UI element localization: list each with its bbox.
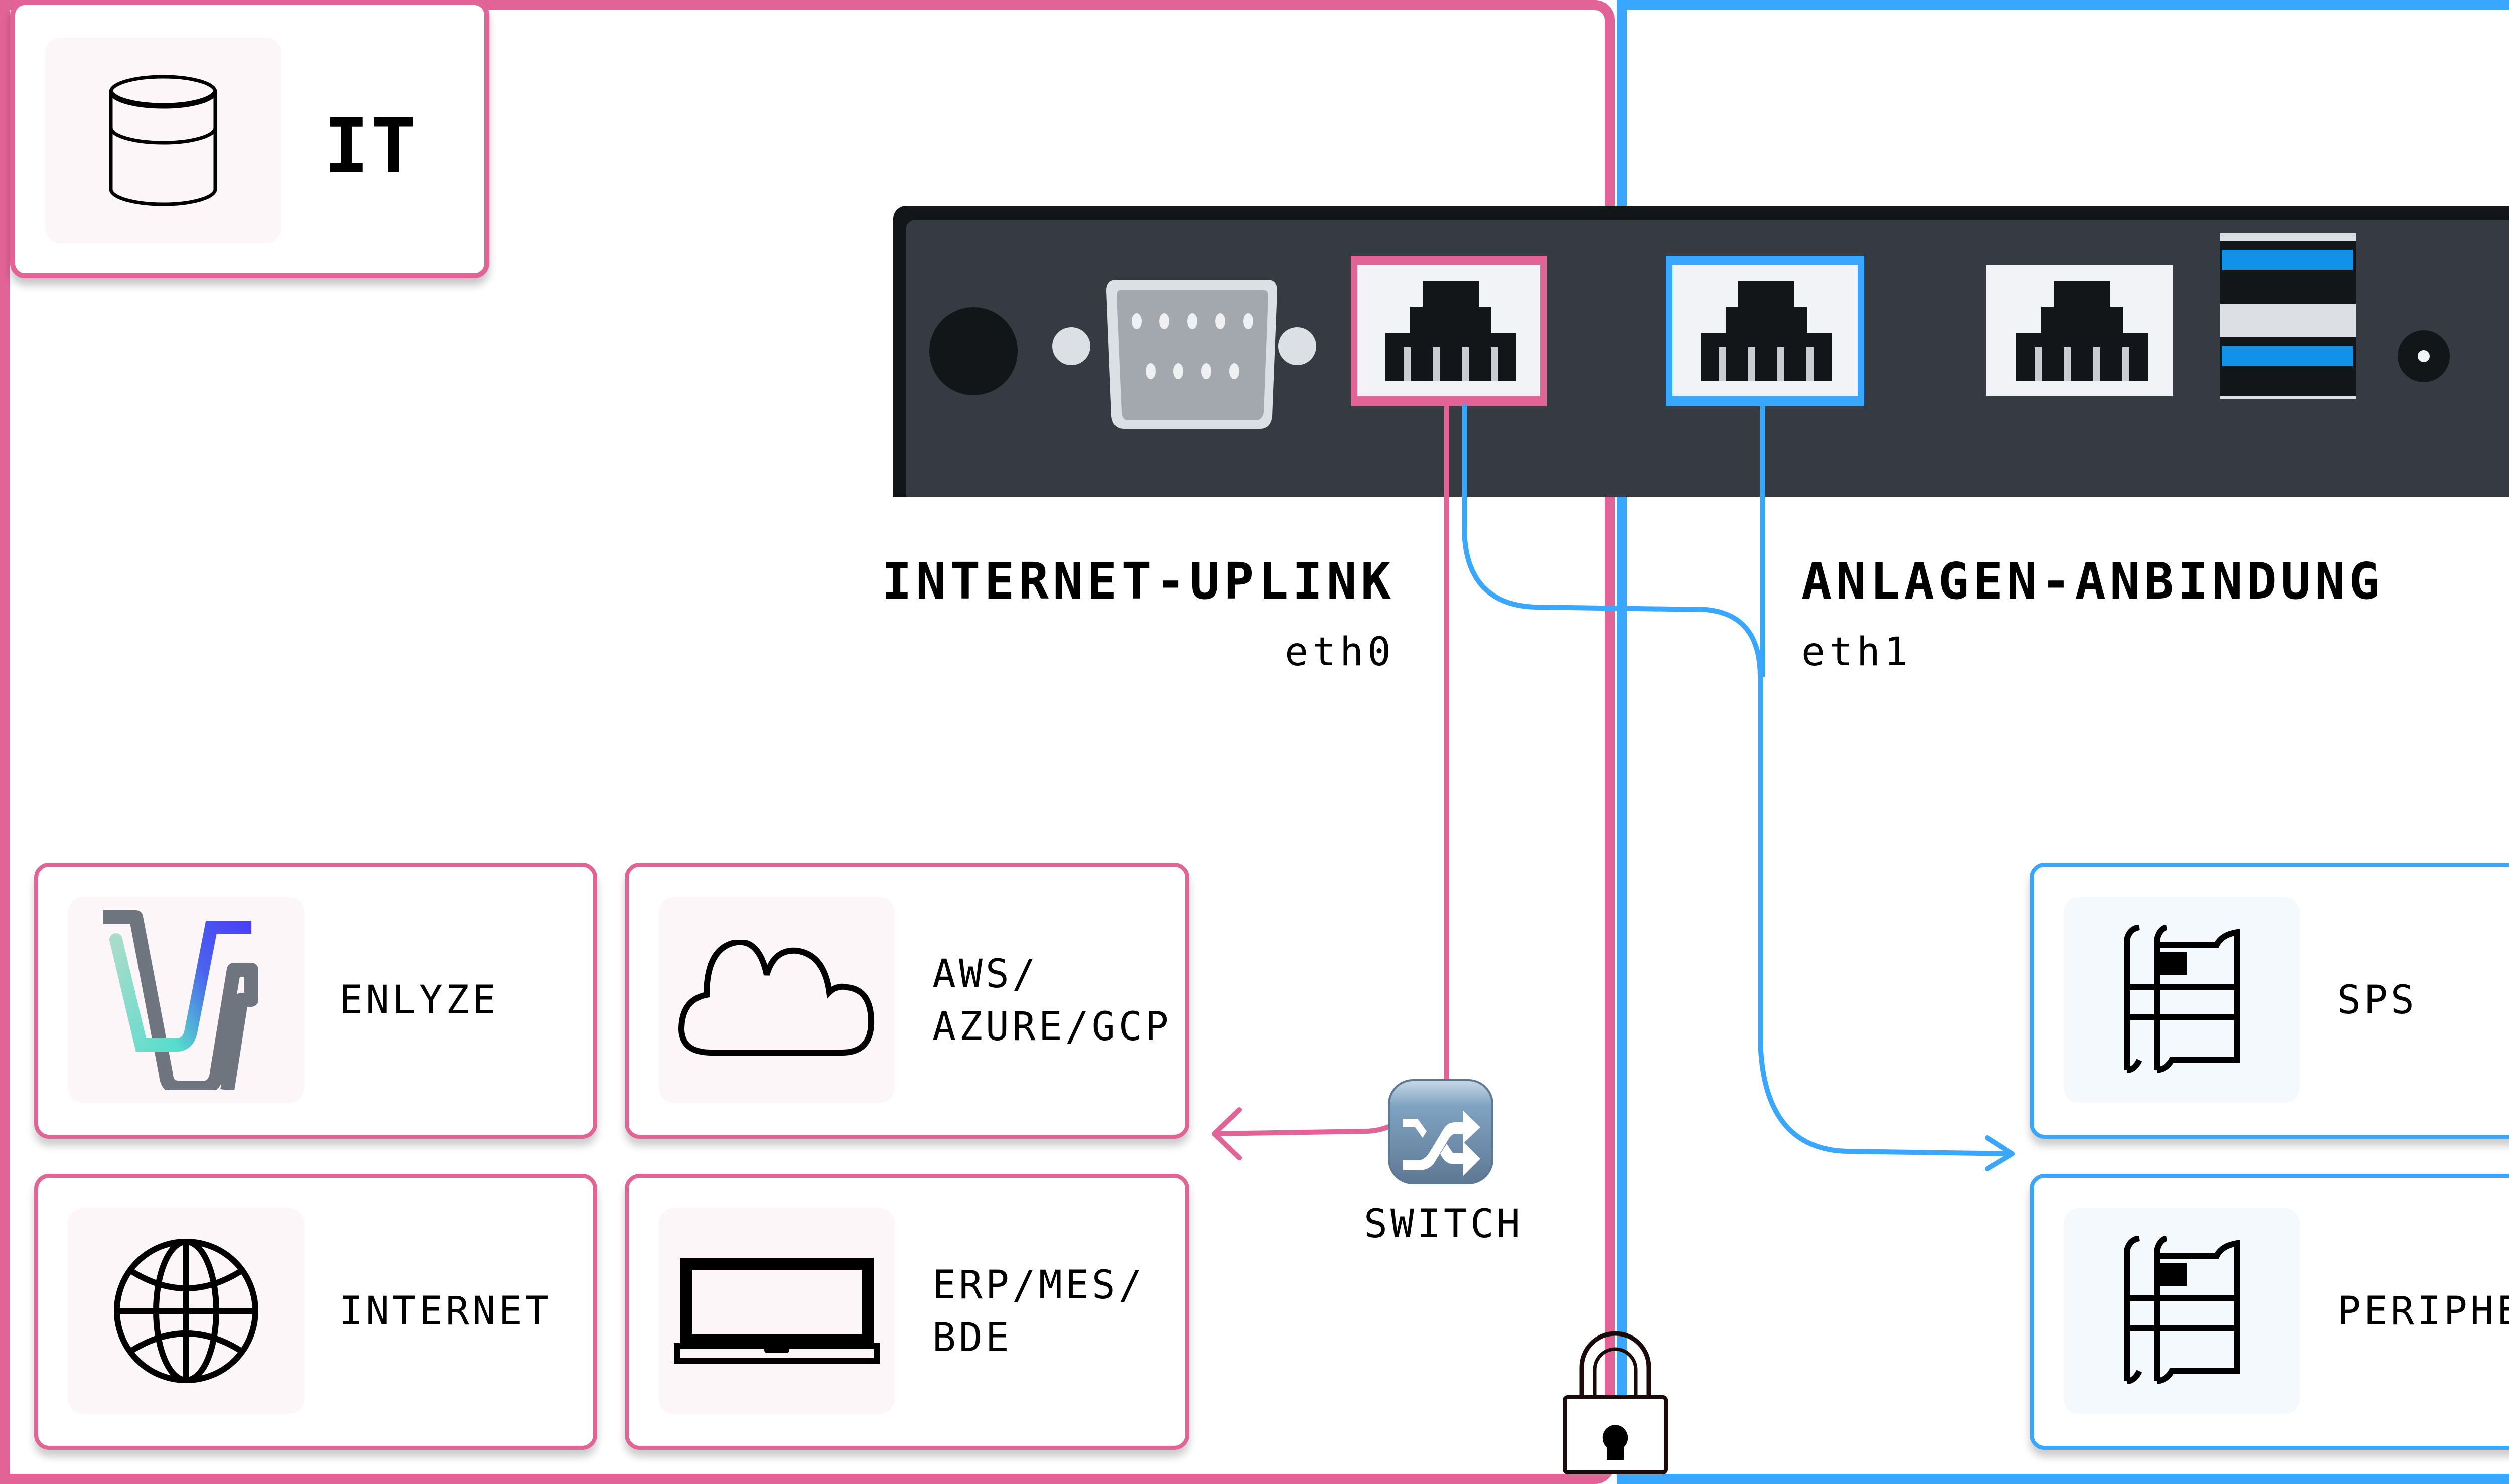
port-interface-eth0: eth0 — [1285, 630, 1395, 675]
it-zone-label-card: IT — [10, 0, 489, 278]
cloud-icon — [659, 897, 895, 1103]
ot-node-card[interactable]: SPS — [2030, 863, 2509, 1139]
it-node-label: ERP/MES/ BDE — [932, 1262, 1145, 1361]
port-name-eth1: ANLAGEN-ANBINDUNG — [1801, 552, 2384, 611]
laptop-icon — [659, 1208, 895, 1414]
usb-ports-icon — [2220, 233, 2356, 399]
ethernet-port-eth0-icon — [1351, 256, 1547, 406]
database-icon — [45, 38, 281, 243]
it-node-card[interactable]: AWS/ AZURE/GCP — [625, 863, 1189, 1139]
ot-node-label: PERIPHERIE — [2337, 1289, 2509, 1334]
it-node-card[interactable]: ENLYZE — [34, 863, 597, 1139]
globe-icon — [68, 1208, 304, 1414]
shuffle-switch-icon — [1387, 1079, 1494, 1185]
it-node-label: ENLYZE — [339, 978, 499, 1023]
port-interface-eth1: eth1 — [1801, 630, 1912, 675]
mounting-hole-left — [929, 307, 1018, 395]
it-node-card[interactable]: INTERNET — [34, 1174, 597, 1450]
enlyze-logo-icon — [68, 897, 304, 1103]
padlock-icon — [1562, 1324, 1669, 1475]
it-zone-label: IT — [324, 103, 419, 190]
port-name-eth0: INTERNET-UPLINK — [881, 552, 1395, 611]
ethernet-port-unused-icon — [1986, 265, 2173, 396]
power-jack-icon — [2398, 330, 2450, 382]
serial-port-icon — [1052, 280, 1316, 429]
switch-label: SWITCH — [1364, 1202, 1523, 1247]
gateway-device — [893, 206, 2509, 497]
ot-node-label: SPS — [2337, 978, 2417, 1023]
it-node-card[interactable]: ERP/MES/ BDE — [625, 1174, 1189, 1450]
it-node-label: AWS/ AZURE/GCP — [932, 951, 1172, 1050]
plc-module-icon — [2064, 1208, 2300, 1414]
plc-module-icon — [2064, 897, 2300, 1103]
it-node-label: INTERNET — [339, 1289, 552, 1334]
ot-node-card[interactable]: PERIPHERIE — [2030, 1174, 2509, 1450]
ethernet-port-eth1-icon — [1666, 256, 1864, 406]
